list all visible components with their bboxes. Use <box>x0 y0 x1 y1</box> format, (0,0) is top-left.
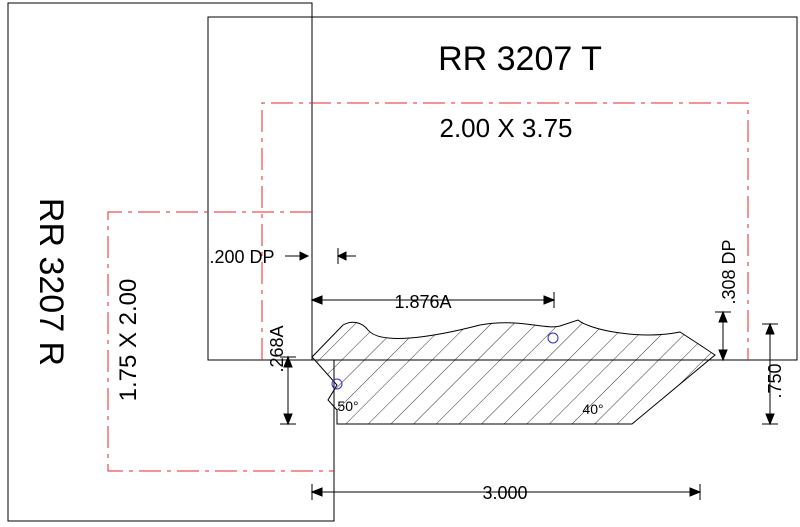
part-r-size: 1.75 X 2.00 <box>115 279 142 402</box>
part-t-outline <box>207 16 798 361</box>
angle-right: 40° <box>582 401 603 417</box>
part-t-size: 2.00 X 3.75 <box>440 113 573 143</box>
dim-1876a: 1.876A <box>394 292 451 312</box>
dim-308dp: .308 DP <box>719 239 739 304</box>
part-r-label: RR 3207 R <box>32 198 70 366</box>
dimension-lines <box>280 248 778 500</box>
molding-profile <box>311 319 716 425</box>
center-mark-left <box>331 378 343 390</box>
stock-outline-r <box>107 211 334 472</box>
stock-outline-t <box>261 102 749 360</box>
dim-200dp: .200 DP <box>209 247 274 267</box>
part-t-label: RR 3207 T <box>438 40 602 78</box>
dim-3000: 3.000 <box>482 483 527 503</box>
dim-750: .750 <box>765 363 785 398</box>
center-mark-right <box>547 332 559 344</box>
angle-left: 50° <box>337 398 358 414</box>
dim-268a: .268A <box>267 325 287 372</box>
